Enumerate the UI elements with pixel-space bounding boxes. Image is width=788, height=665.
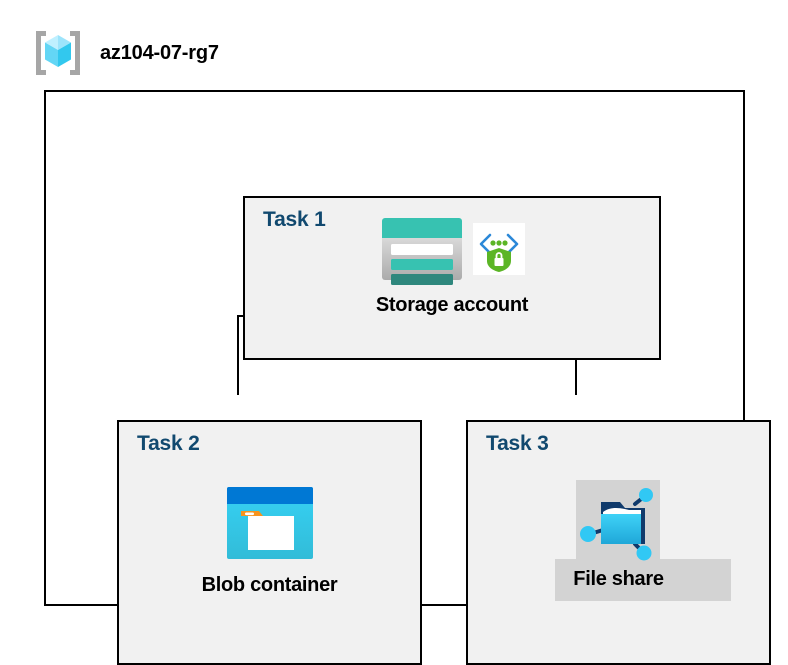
task-3-node-label: File share xyxy=(573,568,664,590)
storage-account-icon-svg xyxy=(382,218,462,285)
resource-group-name: az104-07-rg7 xyxy=(100,41,219,64)
file-share-icon xyxy=(577,486,661,562)
connector-to-task-2 xyxy=(237,315,239,395)
secure-endpoint-icon-svg xyxy=(473,223,525,275)
task-2-label: Task 2 xyxy=(137,432,200,455)
resource-group-icon-svg xyxy=(36,31,80,75)
task-2-box[interactable]: Task 2 xyxy=(117,420,422,665)
secure-endpoint-icon xyxy=(473,223,525,275)
file-share-label-highlight xyxy=(555,559,731,601)
task-1-icon-row xyxy=(245,214,659,285)
task-3-icon-row xyxy=(468,486,769,562)
storage-account-icon xyxy=(379,214,465,285)
blob-container-icon-svg xyxy=(226,487,313,559)
task-1-label: Task 1 xyxy=(263,208,326,231)
blob-container-icon xyxy=(226,486,314,560)
task-1-node-label: Storage account xyxy=(375,294,529,316)
task-2-node-label: Blob container xyxy=(201,574,338,596)
task-3-box[interactable]: Task 3 xyxy=(466,420,771,665)
resource-group-container: Task 1 xyxy=(44,90,771,665)
file-share-icon-svg xyxy=(579,488,653,561)
resource-group-icon xyxy=(30,28,86,78)
resource-group-header: az104-07-rg7 xyxy=(30,28,219,78)
task-3-label: Task 3 xyxy=(486,432,549,455)
task-2-icon-row xyxy=(119,486,420,560)
task-1-box[interactable]: Task 1 xyxy=(243,196,661,360)
